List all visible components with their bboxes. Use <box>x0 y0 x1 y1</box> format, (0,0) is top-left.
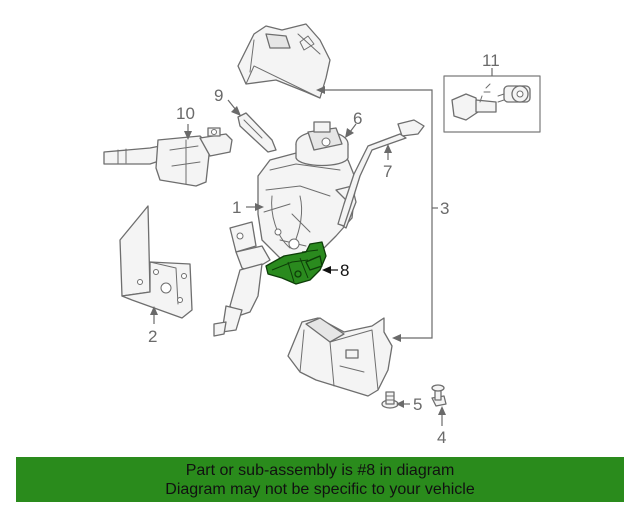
part-6-ignition-switch <box>295 121 349 167</box>
callout-3: 3 <box>440 199 449 218</box>
part-7-shift-lever <box>337 119 425 227</box>
callout-11: 11 <box>482 51 500 70</box>
callout-4: 4 <box>437 428 446 447</box>
part-11-switch <box>443 75 541 133</box>
part-8-highlighted <box>265 241 327 285</box>
part-5-screw <box>381 391 399 409</box>
part-9-lever <box>237 112 277 153</box>
part-10-multifunction-switch <box>103 127 233 187</box>
part-3-lower-shroud <box>287 317 393 397</box>
part-3-upper-shroud <box>237 23 331 99</box>
callout-labels: 1 2 3 4 5 6 7 8 9 10 11 <box>148 51 500 447</box>
info-banner: Part or sub-assembly is #8 in diagram Di… <box>16 457 624 502</box>
part-1-steering-column <box>213 151 357 337</box>
callout-7: 7 <box>383 162 392 181</box>
part-4-bolt <box>431 384 447 407</box>
callout-2: 2 <box>148 327 157 346</box>
banner-line-1: Part or sub-assembly is #8 in diagram <box>185 461 455 479</box>
callout-9: 9 <box>214 86 223 105</box>
leader-lines <box>150 68 493 426</box>
part-2-bracket <box>119 205 193 319</box>
callout-6: 6 <box>353 109 362 128</box>
callout-1: 1 <box>232 198 241 217</box>
callout-8: 8 <box>340 261 349 280</box>
callout-5: 5 <box>413 395 422 414</box>
banner-line-2: Diagram may not be specific to your vehi… <box>165 480 475 498</box>
callout-10: 10 <box>176 104 195 123</box>
parts-diagram: 1 2 3 4 5 6 7 8 9 10 11 <box>103 23 541 447</box>
